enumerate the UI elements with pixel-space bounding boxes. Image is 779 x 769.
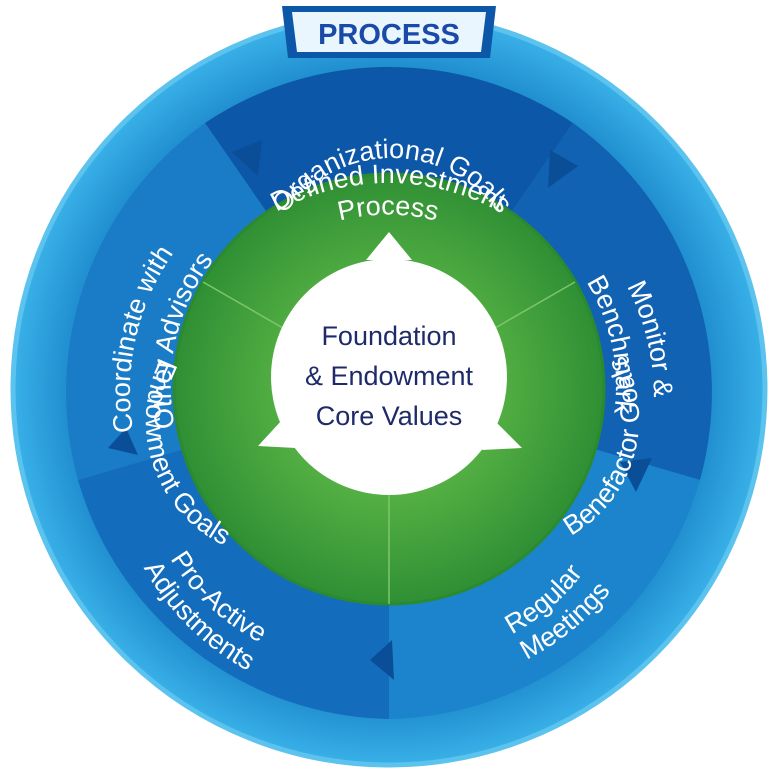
arrow-icon	[548, 150, 578, 188]
arrow-icon	[370, 640, 394, 680]
arrow-up-icon	[366, 232, 412, 260]
arrow-icon	[232, 140, 262, 176]
center-line-2: & Endowment	[305, 361, 474, 391]
arrow-icon	[108, 428, 138, 455]
center-line-1: Foundation	[321, 321, 456, 351]
process-tab: PROCESS	[282, 6, 496, 58]
center-circle	[271, 259, 507, 495]
arrow-down-right-icon	[482, 422, 522, 450]
svg-text:Process: Process	[335, 191, 442, 227]
flow-arrows	[108, 140, 652, 680]
label-defined-investment-2: Process	[335, 191, 442, 227]
arrow-down-left-icon	[258, 420, 296, 448]
center-line-3: Core Values	[316, 401, 463, 431]
process-tab-label: PROCESS	[318, 19, 460, 51]
arrow-icon	[620, 458, 652, 492]
center-text: Foundation & Endowment Core Values	[305, 321, 474, 431]
inner-arrows	[258, 232, 522, 450]
